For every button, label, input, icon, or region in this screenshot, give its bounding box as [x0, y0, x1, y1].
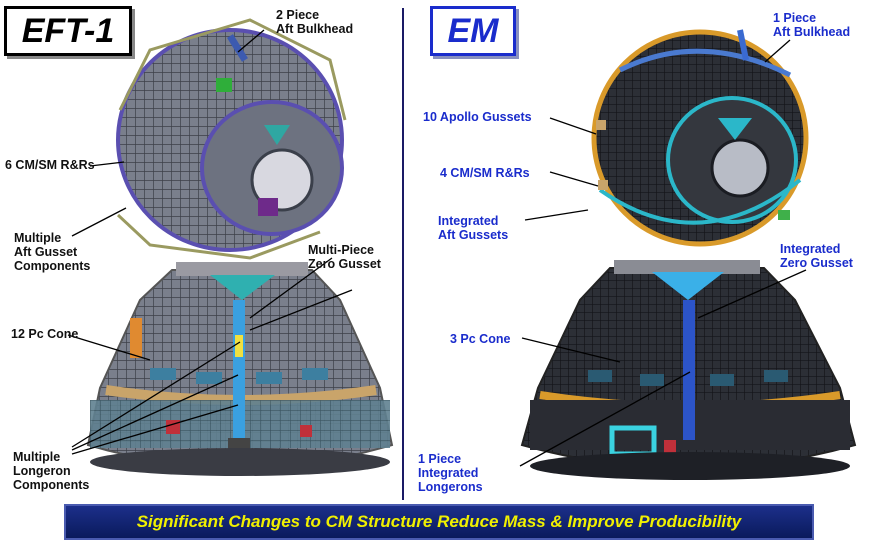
panel-divider — [402, 8, 404, 500]
summary-banner: Significant Changes to CM Structure Redu… — [64, 504, 814, 540]
eft1-title: EFT-1 — [4, 6, 132, 56]
label-eft1-cone: 12 Pc Cone — [11, 327, 79, 341]
em-title: EM — [430, 6, 516, 56]
label-eft1-longeron: Multiple Longeron Components — [13, 450, 90, 492]
eft1-cone — [86, 262, 394, 476]
label-em-longerons: 1 Piece Integrated Longerons — [418, 452, 483, 494]
em-aft-bulkhead — [591, 29, 809, 247]
label-em-apollo-gussets: 10 Apollo Gussets — [423, 110, 532, 124]
em-cone — [520, 260, 857, 480]
label-eft1-aft-gusset: Multiple Aft Gusset Components — [14, 231, 91, 273]
label-em-cone: 3 Pc Cone — [450, 332, 511, 346]
label-em-cm-sm: 4 CM/SM R&Rs — [440, 166, 530, 180]
label-eft1-aft-bulkhead: 2 Piece Aft Bulkhead — [276, 8, 354, 36]
eft1-aft-bulkhead — [116, 18, 347, 260]
label-eft1-zero-gusset: Multi-Piece Zero Gusset — [308, 243, 381, 271]
label-em-aft-gussets: Integrated Aft Gussets — [438, 214, 509, 242]
summary-banner-text: Significant Changes to CM Structure Redu… — [136, 512, 742, 531]
label-em-aft-bulkhead: 1 Piece Aft Bulkhead — [773, 11, 851, 39]
label-em-zero-gusset: Integrated Zero Gusset — [780, 242, 853, 270]
label-eft1-cm-sm: 6 CM/SM R&Rs — [5, 158, 95, 172]
